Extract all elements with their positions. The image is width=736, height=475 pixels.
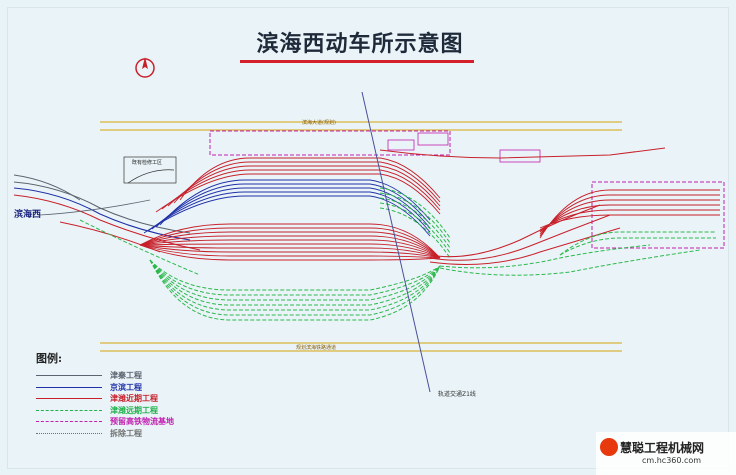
track-line <box>155 173 441 215</box>
track-line <box>539 194 720 237</box>
track-line <box>139 244 441 259</box>
legend-swatch <box>36 398 102 399</box>
track-line <box>379 207 451 259</box>
track-line <box>139 244 441 259</box>
station-label: 滨海西 <box>14 210 42 220</box>
bottom-road <box>100 342 622 352</box>
metro-line-z1 <box>361 91 431 393</box>
track-line <box>139 243 441 259</box>
track-line <box>151 187 431 230</box>
page-title: 滨海西动车所示意图 <box>256 31 464 57</box>
track-line <box>159 179 431 226</box>
track-line <box>139 227 441 259</box>
track-line <box>539 204 720 233</box>
track-line <box>149 259 441 306</box>
track-line <box>149 259 441 311</box>
top-road <box>100 121 622 131</box>
track-line <box>143 195 431 237</box>
maintenance-area <box>123 156 177 184</box>
logistics-base-top <box>209 130 541 163</box>
track-line <box>139 235 441 259</box>
diagram-frame <box>7 7 729 469</box>
legend-swatch <box>36 375 102 376</box>
track-line <box>149 259 441 291</box>
legend-swatch <box>36 409 102 411</box>
watermark-url: cm.hc360.com <box>642 456 702 465</box>
track-line <box>539 209 720 231</box>
track-line <box>379 197 451 249</box>
track-line <box>539 214 720 229</box>
track-line <box>149 259 441 316</box>
legend-swatch <box>36 386 102 388</box>
legend-item: 京滨工程 <box>36 382 236 393</box>
track-line <box>173 161 441 204</box>
legend-item: 津潍近期工程 <box>36 393 236 404</box>
near-term-yard <box>139 157 441 261</box>
track-line <box>379 202 451 254</box>
track-line <box>379 192 451 244</box>
metro-line-label: 轨道交通Z1线 <box>438 391 476 398</box>
maintenance-area-label: 既有检修工区 <box>132 160 163 166</box>
legend-label: 津潍远期工程 <box>110 404 158 415</box>
track-line <box>167 165 441 207</box>
legend-item: 预留高铁物流基地 <box>36 416 236 427</box>
legend-label: 津秦工程 <box>110 370 142 380</box>
watermark-brand: 慧聪工程机械网 <box>620 441 705 455</box>
left-approach-tracks <box>13 174 201 276</box>
track-line <box>161 169 441 211</box>
top-road-label: 滨海大道(规划) <box>302 120 336 126</box>
track-line <box>379 187 451 239</box>
track-line <box>139 244 441 261</box>
bottom-road-label: 规划滨海铁路通道 <box>296 345 337 351</box>
track-line <box>139 244 441 259</box>
track-line <box>149 259 441 301</box>
compass-icon <box>135 57 155 78</box>
legend-label: 拆除工程 <box>110 427 142 438</box>
track-line <box>179 157 441 201</box>
legend-label: 预留高铁物流基地 <box>110 416 174 426</box>
track-line <box>139 231 441 259</box>
legend-item: 拆除工程 <box>36 428 236 439</box>
watermark-box <box>596 432 736 475</box>
track-line <box>147 191 431 233</box>
logistics-base-right <box>591 181 725 249</box>
long-term-yard <box>149 187 451 321</box>
track-line <box>559 231 716 256</box>
legend-item: 津潍远期工程 <box>36 405 236 416</box>
legend: 图例: 津秦工程京滨工程津潍近期工程津潍远期工程预留高铁物流基地拆除工程 <box>36 350 236 439</box>
legend-swatch <box>36 432 102 434</box>
track-line <box>559 237 716 256</box>
legend-title: 图例: <box>36 352 63 365</box>
legend-swatch <box>36 421 102 422</box>
track-line <box>139 223 441 259</box>
legend-item: 津秦工程 <box>36 370 236 381</box>
track-line <box>149 259 441 321</box>
title-underline <box>240 60 474 63</box>
right-fan-tracks <box>539 189 720 256</box>
hc360-logo-icon <box>600 438 618 456</box>
track-line <box>139 239 441 259</box>
legend-label: 京滨工程 <box>110 381 142 392</box>
legend-label: 津潍近期工程 <box>110 393 158 403</box>
track-line <box>149 259 441 296</box>
